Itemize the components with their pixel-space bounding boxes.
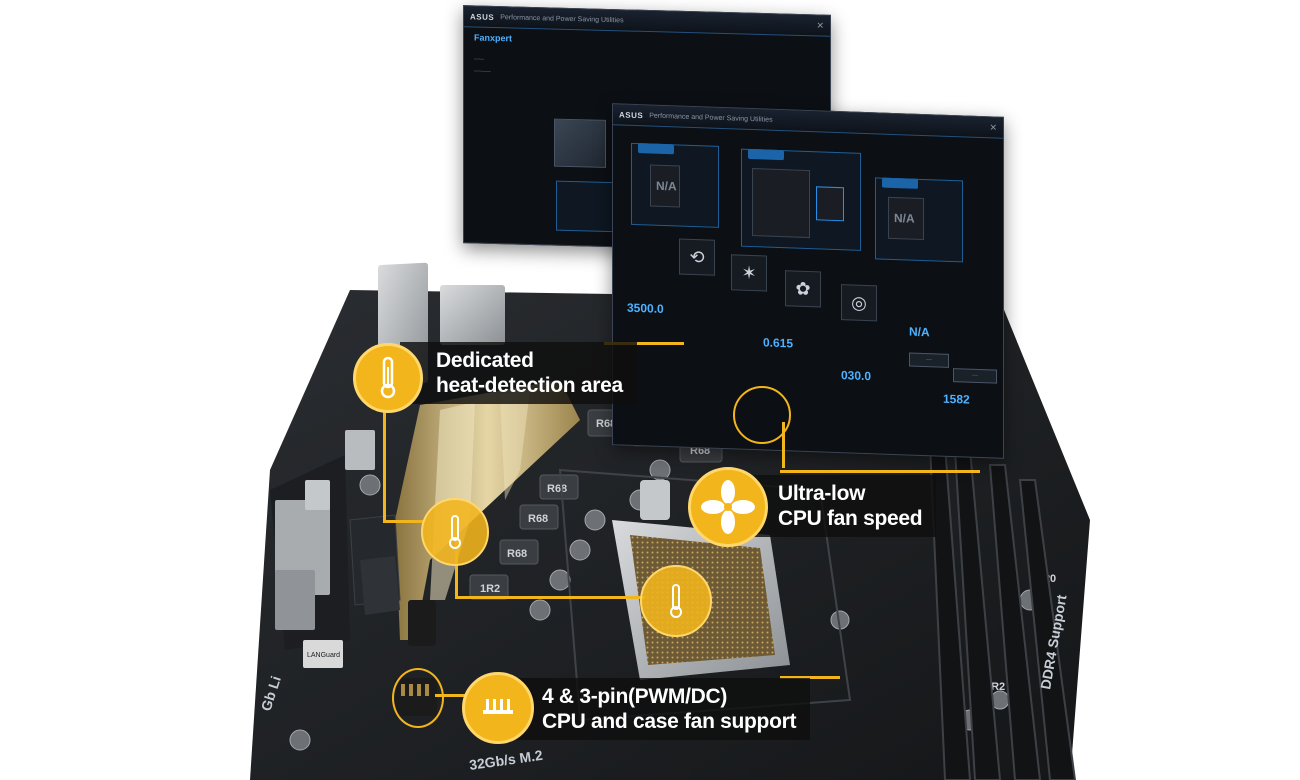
silk-r68-5: R68 bbox=[528, 513, 548, 525]
callout-line-1: Dedicated bbox=[436, 349, 534, 372]
na-label: N/A bbox=[894, 211, 915, 226]
fan-header-highlight bbox=[733, 386, 791, 444]
callout-line-1: Ultra-low bbox=[778, 482, 866, 505]
silk-languard: LANGuard bbox=[307, 652, 340, 659]
temperature-readout: 030.0 bbox=[841, 368, 872, 384]
connector-line bbox=[455, 596, 645, 599]
software-window-front: ASUS Performance and Power Saving Utilit… bbox=[612, 103, 1004, 459]
fan-mode-icon[interactable]: ✿ bbox=[785, 270, 821, 308]
silk-1r2-1: 1R2 bbox=[480, 583, 500, 595]
close-icon[interactable]: ✕ bbox=[816, 19, 824, 31]
fan-mode-icon[interactable]: ◎ bbox=[841, 284, 877, 322]
window-heading: Fanxpert bbox=[474, 32, 513, 44]
connector-line bbox=[435, 694, 475, 697]
setting-row: ––– bbox=[474, 56, 485, 63]
silk-r68-1: R68 bbox=[596, 418, 616, 430]
fan-header-icon bbox=[462, 672, 534, 744]
callout-label: Ultra-low CPU fan speed bbox=[742, 475, 937, 537]
callout-line-2: heat-detection area bbox=[436, 374, 623, 397]
window-title: Performance and Power Saving Utilities bbox=[500, 13, 624, 24]
close-icon[interactable]: ✕ bbox=[989, 121, 997, 133]
connector-line bbox=[604, 342, 684, 345]
voltage-readout: 0.615 bbox=[763, 335, 794, 351]
reset-button[interactable]: ··· bbox=[953, 368, 997, 384]
callout-label: 4 & 3-pin(PWM/DC) CPU and case fan suppo… bbox=[502, 678, 811, 740]
connector-line bbox=[780, 676, 840, 679]
callout-line-2: CPU fan speed bbox=[778, 507, 923, 530]
slot-tab bbox=[882, 177, 918, 189]
cpu-frequency-readout: 3500.0 bbox=[627, 300, 664, 316]
thermometer-icon bbox=[421, 498, 489, 566]
brand-logo: ASUS bbox=[619, 109, 644, 120]
na-label: N/A bbox=[909, 324, 930, 340]
fan-mode-icon[interactable]: ✶ bbox=[731, 254, 767, 292]
callout-line-2: CPU and case fan support bbox=[542, 710, 797, 733]
thermometer-icon bbox=[353, 343, 423, 413]
callout-label: Dedicated heat-detection area bbox=[400, 342, 637, 404]
fan-mode-icon[interactable]: ⟲ bbox=[679, 238, 715, 276]
silk-r68-4: R68 bbox=[547, 483, 567, 495]
connector-line bbox=[782, 422, 785, 468]
connector-line bbox=[780, 470, 980, 473]
fan-speed-readout: 1582 bbox=[943, 391, 970, 407]
fan-slot bbox=[752, 168, 810, 239]
slot-tab bbox=[638, 143, 674, 155]
silk-r68-6: R68 bbox=[507, 548, 527, 560]
connector-line bbox=[455, 540, 458, 598]
fan-slot bbox=[816, 186, 844, 222]
callout-line-1: 4 & 3-pin(PWM/DC) bbox=[542, 685, 728, 708]
fan-panel bbox=[556, 180, 614, 233]
apply-button[interactable]: ··· bbox=[909, 352, 949, 368]
na-label: N/A bbox=[656, 178, 677, 194]
brand-logo: ASUS bbox=[470, 11, 495, 22]
fan-slot-panel-3[interactable]: N/A bbox=[875, 177, 963, 263]
fan-header-highlight bbox=[392, 668, 444, 728]
slot-tab bbox=[748, 148, 784, 161]
setting-row: ––––– bbox=[474, 68, 491, 75]
fan-icon bbox=[688, 467, 768, 547]
thermometer-icon bbox=[640, 565, 712, 637]
chip-icon bbox=[554, 118, 606, 168]
connector-line bbox=[383, 389, 386, 522]
connector-line bbox=[383, 520, 423, 523]
fan-slot-panel-2[interactable] bbox=[741, 148, 861, 251]
fan-slot-panel-1[interactable]: N/A bbox=[631, 142, 719, 228]
window-title: Performance and Power Saving Utilities bbox=[649, 111, 773, 124]
